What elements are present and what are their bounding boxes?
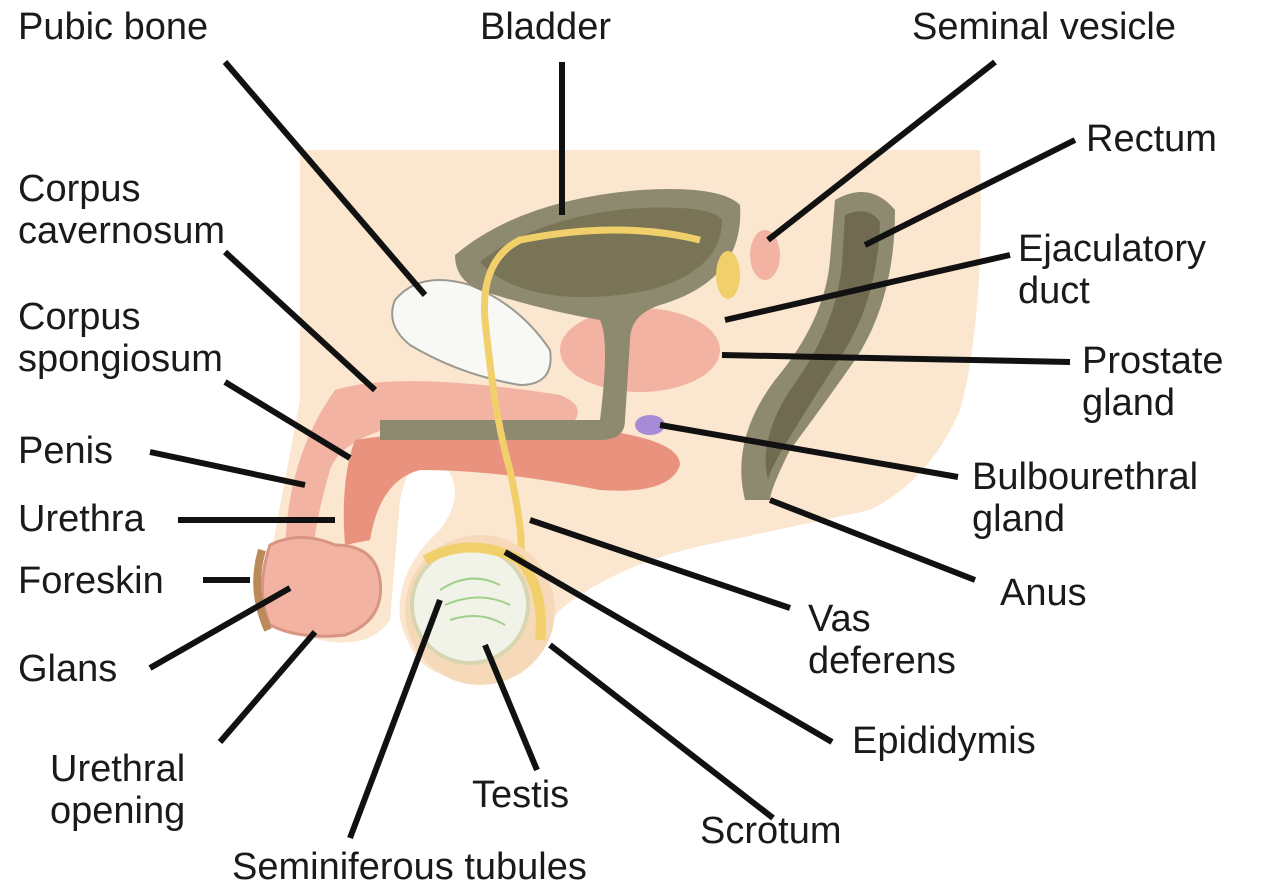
label-urethral-opening: Urethral opening [50, 748, 185, 832]
label-penis: Penis [18, 430, 113, 472]
seminal-vesicle-duct [716, 251, 740, 299]
leader-scrotum [550, 645, 773, 818]
label-foreskin: Foreskin [18, 560, 164, 602]
label-seminal-vesicle: Seminal vesicle [912, 6, 1176, 48]
prostate-shape [560, 308, 720, 392]
label-vas-deferens: Vas deferens [808, 598, 956, 682]
label-prostate-gland: Prostate gland [1082, 340, 1224, 424]
label-seminiferous-tubules: Seminiferous tubules [232, 846, 587, 888]
label-urethra: Urethra [18, 498, 145, 540]
label-anus: Anus [1000, 572, 1087, 614]
label-ejaculatory-duct: Ejaculatory duct [1018, 228, 1206, 312]
label-corpus-spongiosum: Corpus spongiosum [18, 296, 223, 380]
label-scrotum: Scrotum [700, 810, 841, 852]
label-bulbourethral-gland: Bulbourethral gland [972, 456, 1198, 540]
leader-urethral-opening [220, 632, 315, 742]
label-corpus-cavernosum: Corpus cavernosum [18, 168, 225, 252]
testis-shape [412, 547, 528, 663]
leader-anus [770, 500, 975, 580]
label-testis: Testis [472, 774, 569, 816]
label-rectum: Rectum [1086, 118, 1217, 160]
label-pubic-bone: Pubic bone [18, 6, 208, 48]
leader-penis [150, 452, 305, 485]
label-bladder: Bladder [480, 6, 611, 48]
label-glans: Glans [18, 648, 117, 690]
glans-shape [263, 538, 381, 637]
label-epididymis: Epididymis [852, 720, 1036, 762]
